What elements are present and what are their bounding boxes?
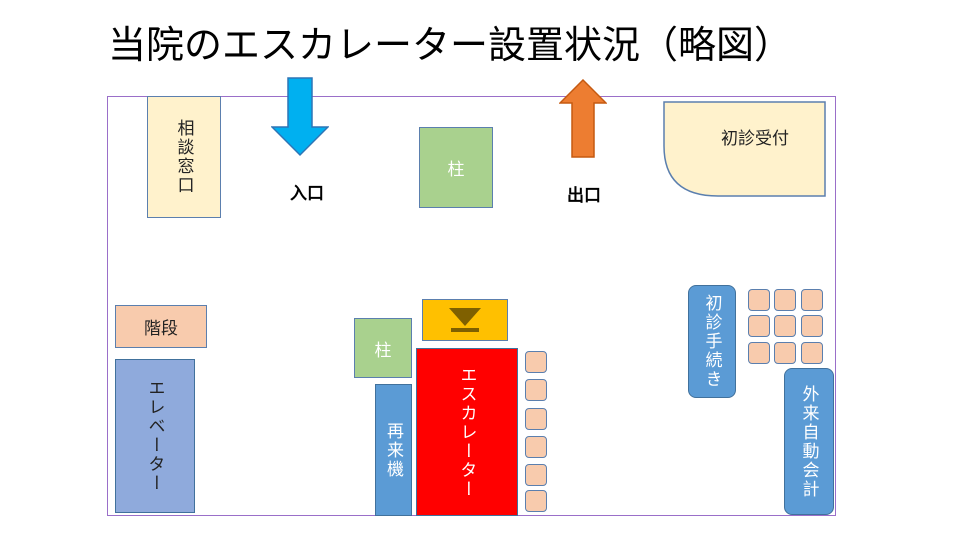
consult-window-label: 相談窓口	[173, 119, 194, 195]
chair	[774, 342, 796, 364]
elevator: エレベーター	[115, 359, 195, 513]
escalator: エスカレーター	[416, 348, 518, 516]
down-triangle-icon	[449, 308, 481, 332]
consult-window: 相談窓口	[147, 96, 221, 218]
chair	[801, 342, 823, 364]
stairs-label: 階段	[144, 319, 178, 339]
chair	[774, 289, 796, 311]
entrance-label: 入口	[290, 184, 324, 204]
chair	[525, 379, 547, 401]
pillar-mid: 柱	[354, 318, 412, 378]
first-procedures: 初診手続き	[688, 285, 736, 398]
stairs: 階段	[115, 305, 207, 348]
exit-arrow-icon	[559, 79, 607, 158]
chair	[525, 490, 547, 512]
first-reception-shape	[663, 101, 826, 197]
page-title: 当院のエスカレーター設置状況（略図）	[108, 23, 793, 67]
pillar-mid-label: 柱	[374, 340, 392, 361]
entrance-arrow-icon	[271, 77, 329, 157]
chair	[801, 289, 823, 311]
exit-label: 出口	[567, 186, 601, 206]
elevator-label: エレベーター	[144, 379, 165, 493]
first-reception: 初診受付	[690, 118, 820, 154]
revisit-machine-label: 再来機	[383, 421, 403, 479]
first-reception-label: 初診受付	[721, 128, 789, 149]
first-procedures-label: 初診手続き	[701, 294, 722, 389]
pillar-top: 柱	[419, 127, 493, 208]
outpatient-payment-label: 外来自動会計	[798, 384, 819, 499]
chair	[748, 315, 770, 337]
chair	[525, 436, 547, 458]
escalator-label: エスカレーター	[456, 365, 477, 499]
chair	[801, 315, 823, 337]
chair	[525, 464, 547, 486]
pillar-top-label: 柱	[447, 160, 465, 180]
revisit-machine: 再来機	[375, 384, 412, 516]
chair	[525, 408, 547, 430]
chair	[774, 315, 796, 337]
chair	[525, 351, 547, 373]
outpatient-payment: 外来自動会計	[784, 368, 834, 515]
escalator-entry	[422, 299, 508, 341]
chair	[748, 289, 770, 311]
chair	[748, 342, 770, 364]
